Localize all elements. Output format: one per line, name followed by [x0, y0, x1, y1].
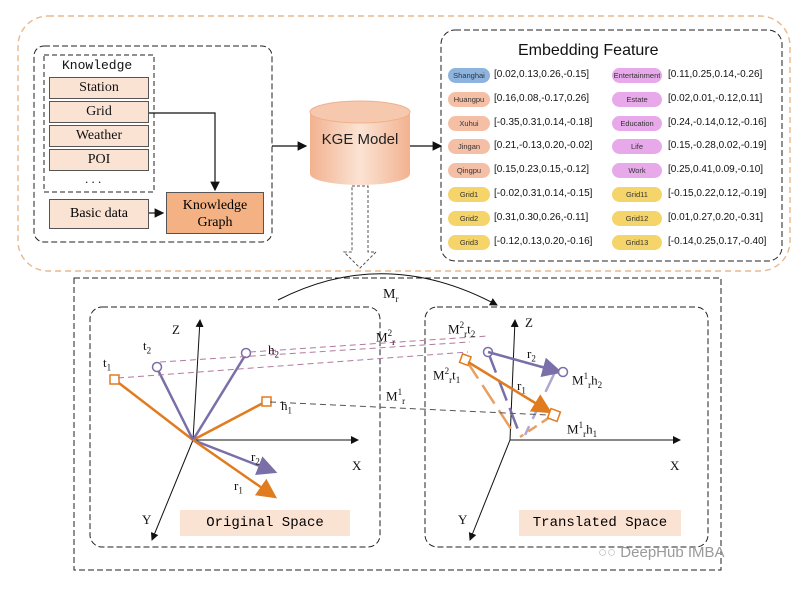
knowledge-item-grid: Grid	[49, 101, 149, 123]
label-m1r-h2: M1rh2	[572, 371, 603, 390]
embedding-vector: [0.01,0.27,0.20,-0.31]	[668, 211, 764, 223]
embedding-vector: [0.21,-0.13,0.20,-0.02]	[494, 140, 593, 152]
embedding-entity: Estate	[612, 91, 662, 107]
embedding-vector: [-0.14,0.25,0.17,-0.40]	[668, 235, 767, 247]
right-axis-z: Z	[525, 315, 533, 330]
m2r-label: M2r	[376, 328, 396, 347]
top-frame	[17, 15, 791, 272]
embedding-vector: [0.15,-0.28,0.02,-0.19]	[668, 140, 767, 152]
right-axis-y: Y	[458, 512, 468, 527]
embedding-entity: Huangpu	[448, 91, 490, 107]
knowledge-item-station: Station	[49, 77, 149, 99]
embedding-entity: Jingan	[448, 139, 490, 155]
left-axis-z: Z	[172, 322, 180, 337]
embedding-entity: Life	[612, 139, 662, 155]
label-r1: r1	[234, 478, 243, 496]
left-axis-x: X	[352, 458, 362, 473]
embedding-vector: [0.24,-0.14,0.12,-0.16]	[668, 116, 767, 128]
embedding-entity: Qingpu	[448, 163, 490, 179]
embedding-entity: Grid13	[612, 234, 662, 250]
label-m2r-t2: M2rt2	[448, 320, 476, 339]
basic-data-box: Basic data	[49, 199, 149, 229]
knowledge-item-poi: POI	[49, 149, 149, 171]
label-h2: h2	[268, 342, 279, 360]
label-r1-right: r1	[517, 378, 526, 396]
embedding-entity: Grid3	[448, 234, 490, 250]
original-space-frame	[89, 306, 381, 548]
knowledge-graph-box: Knowledge Graph	[166, 192, 264, 234]
left-axis-y: Y	[142, 512, 152, 527]
embedding-vector: [0.02,0.13,0.26,-0.15]	[494, 69, 590, 80]
embedding-vector: [0.11,0.25,0.14,-0.26]	[668, 69, 763, 80]
mr-label: Mr	[383, 287, 399, 304]
embedding-vector: [0.15,0.23,0.15,-0.12]	[494, 164, 590, 176]
embedding-vector: [0.02,0.01,-0.12,0.11]	[668, 92, 763, 104]
label-h1: h1	[281, 398, 292, 416]
knowledge-inner-frame	[43, 54, 155, 193]
label-t1: t1	[103, 355, 112, 373]
embedding-entity: Grid11	[612, 187, 662, 202]
label-r2: r2	[251, 449, 260, 467]
embedding-vector: [0.25,0.41,0.09,-0.10]	[668, 164, 764, 176]
embedding-entity: Grid12	[612, 210, 662, 226]
embedding-frame	[440, 29, 783, 262]
translated-space-frame	[424, 306, 709, 548]
wechat-icon: ○○	[598, 544, 617, 561]
embedding-vector: [0.31,0.30,0.26,-0.11]	[494, 211, 589, 223]
embedding-vector: [0.16,0.08,-0.17,0.26]	[494, 92, 590, 104]
bottom-frame	[73, 277, 722, 571]
label-r2-right: r2	[527, 346, 536, 364]
down-arrow	[342, 185, 378, 269]
knowledge-ellipsis: . . .	[85, 171, 102, 186]
m1r-label: M1r	[386, 387, 406, 406]
embedding-entity: Education	[612, 115, 662, 131]
watermark: ○○ DeepHub IMBA	[598, 544, 725, 561]
label-m1r-h1: M1rh1	[567, 420, 598, 439]
embedding-vector: [-0.35,0.31,0.14,-0.18]	[494, 116, 593, 128]
embedding-vector: [-0.02,0.31,0.14,-0.15]	[494, 188, 593, 199]
knowledge-frame	[33, 45, 273, 243]
embedding-entity: Grid2	[448, 210, 490, 226]
translated-space-caption: Translated Space	[519, 510, 681, 536]
right-axis-x: X	[670, 458, 680, 473]
embedding-entity: Shanghai	[448, 68, 490, 83]
embedding-vector: [-0.12,0.13,0.20,-0.16]	[494, 235, 593, 247]
knowledge-item-weather: Weather	[49, 125, 149, 147]
embedding-entity: Entertainment	[612, 68, 662, 83]
kge-model-label: KGE Model	[321, 131, 399, 148]
knowledge-title: Knowledge	[62, 58, 133, 73]
embedding-vector: [-0.15,0.22,0.12,-0.19]	[668, 188, 767, 199]
embedding-entity: Work	[612, 163, 662, 179]
original-space-caption: Original Space	[180, 510, 350, 536]
label-m2r-t1: M2rt1	[433, 366, 461, 385]
embedding-title: Embedding Feature	[518, 42, 659, 59]
embedding-entity: Xuhui	[448, 115, 490, 131]
embedding-entity: Grid1	[448, 187, 490, 202]
label-t2: t2	[143, 338, 152, 356]
